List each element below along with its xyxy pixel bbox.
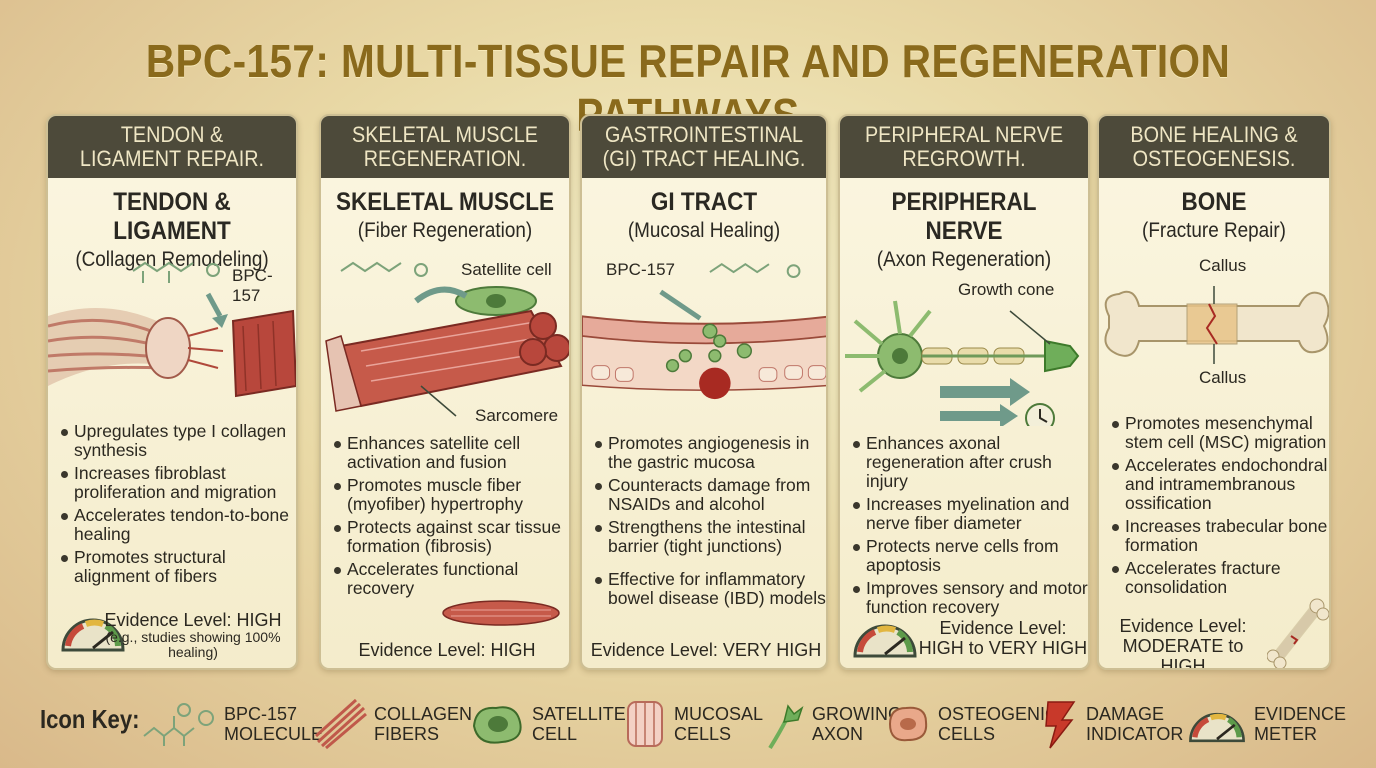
evidence-note: (e.g., studies showing 100% healing) <box>105 629 281 660</box>
legend-item-satellite: SATELLITE CELL <box>466 696 632 752</box>
damage-indicator-icon <box>1045 701 1076 749</box>
growing-axon-icon <box>768 704 804 750</box>
legend-item-evidence: EVIDENCE METER <box>1186 696 1347 752</box>
muscle-illustration <box>325 261 569 417</box>
bullet-item: Promotes structural alignment of fibers <box>60 548 296 586</box>
molecule-label: BPC-157 <box>232 266 273 305</box>
bullet-item: Protects against scar tissue formation (… <box>333 518 569 556</box>
growth-cone-label: Growth cone <box>958 280 1055 299</box>
evidence-level: Evidence Level: HIGH <box>358 640 536 660</box>
bullet-list: Enhances axonal regeneration after crush… <box>852 434 1088 621</box>
callus-label-bottom: Callus <box>1199 368 1247 387</box>
panel-header: GASTROINTESTINAL (GI) TRACT HEALING. <box>582 116 826 178</box>
bullet-item: Strengthens the intestinal barrier (tigh… <box>594 518 826 556</box>
bullet-item: Accelerates fracture consolidation <box>1111 559 1329 597</box>
evidence-text: Evidence Level: HIGH <box>104 610 282 630</box>
tendon-illustration <box>48 261 296 398</box>
bullet-item: Enhances satellite cell activation and f… <box>333 434 569 472</box>
bullet-item: Effective for inflammatory bowel disease… <box>594 570 826 608</box>
bullet-list: Upregulates type I collagen synthesis In… <box>60 422 296 590</box>
satellite-cell-label: Satellite cell <box>461 260 552 279</box>
legend-item-axon: GROWING AXON <box>766 696 912 752</box>
bullet-item: Improves sensory and motor function reco… <box>852 579 1088 617</box>
evidence-meter-icon <box>1189 712 1245 743</box>
bullet-item: Increases myelination and nerve fiber di… <box>852 495 1088 533</box>
legend-item-molecule: BPC-157 MOLECULE <box>140 696 324 752</box>
panel-header: SKELETAL MUSCLE REGENERATION. <box>321 116 569 178</box>
legend-label: COLLAGEN FIBERS <box>374 704 473 744</box>
osteogenic-cells-icon <box>888 706 928 742</box>
bullet-item: Promotes angiogenesis in the gastric muc… <box>594 434 826 472</box>
gi-illustration <box>582 263 826 400</box>
mucosal-cells-icon <box>627 701 663 747</box>
panel-gi: GASTROINTESTINAL (GI) TRACT HEALING. GI … <box>580 114 828 670</box>
evidence-level: Evidence Level: HIGH to VERY HIGH <box>918 618 1088 658</box>
panel-title: GI TRACT <box>650 188 758 216</box>
molecule-label: BPC-157 <box>606 260 675 279</box>
molecule-icon <box>143 703 214 746</box>
panel-header: TENDON & LIGAMENT REPAIR. <box>48 116 296 178</box>
evidence-level: Evidence Level: MODERATE to HIGH <box>1119 616 1247 670</box>
panel-bone: BONE HEALING & OSTEOGENESIS. BONE (Fract… <box>1097 114 1331 670</box>
panel-title: TENDON & LIGAMENT <box>113 188 231 245</box>
panel-title: PERIPHERAL NERVE <box>891 188 1037 245</box>
callus-label-top: Callus <box>1199 256 1247 275</box>
panel-header: PERIPHERAL NERVE REGROWTH. <box>840 116 1088 178</box>
collagen-fibers-icon <box>314 698 367 750</box>
satellite-cell-icon <box>472 706 522 744</box>
bullet-item: Increases fibroblast proliferation and m… <box>60 464 296 502</box>
bullet-item: Accelerates endochondral and intramembra… <box>1111 456 1329 513</box>
legend-item-mucosal: MUCOSAL CELLS <box>624 696 774 752</box>
panel-title: BONE <box>1181 188 1247 216</box>
bullet-item: Enhances axonal regeneration after crush… <box>852 434 1088 491</box>
legend-label: SATELLITE CELL <box>532 704 626 744</box>
bone-illustration <box>1104 286 1329 364</box>
bullet-item: Accelerates tendon-to-bone healing <box>60 506 296 544</box>
bullet-list: Enhances satellite cell activation and f… <box>333 434 569 602</box>
bullet-list: Promotes angiogenesis in the gastric muc… <box>594 434 826 612</box>
bullet-item: Protects nerve cells from apoptosis <box>852 537 1088 575</box>
legend-label: GROWING AXON <box>812 704 902 744</box>
panel-subtitle: (Fiber Regeneration) <box>357 219 533 242</box>
legend-label: BPC-157 MOLECULE <box>224 704 324 744</box>
panel-subtitle: (Axon Regeneration) <box>876 248 1052 271</box>
bullet-list: Promotes mesenchymal stem cell (MSC) mig… <box>1111 414 1329 601</box>
bullet-item: Upregulates type I collagen synthesis <box>60 422 296 460</box>
bullet-item: Promotes muscle fiber (myofiber) hypertr… <box>333 476 569 514</box>
panel-subtitle: (Mucosal Healing) <box>627 219 781 242</box>
bullet-item: Increases trabecular bone formation <box>1111 517 1329 555</box>
bullet-item: Counteracts damage from NSAIDs and alcoh… <box>594 476 826 514</box>
bone-icon <box>1267 598 1329 668</box>
legend-label: MUCOSAL CELLS <box>674 704 763 744</box>
evidence-level: Evidence Level: VERY HIGH <box>590 640 822 660</box>
legend-item-collagen: COLLAGEN FIBERS <box>312 696 474 752</box>
bullet-item: Promotes mesenchymal stem cell (MSC) mig… <box>1111 414 1329 452</box>
panel-muscle: SKELETAL MUSCLE REGENERATION. SKELETAL M… <box>319 114 571 670</box>
panel-title: SKELETAL MUSCLE <box>336 188 554 216</box>
icon-key-title: Icon Key: <box>40 704 140 734</box>
evidence-meter-icon <box>61 618 125 652</box>
sarcomere-label: Sarcomere <box>475 406 559 425</box>
panel-subtitle: (Collagen Remodeling) <box>75 248 269 271</box>
legend-item-damage: DAMAGE INDICATOR <box>1040 696 1186 752</box>
bullet-item: Accelerates functional recovery <box>333 560 569 598</box>
legend-item-osteogenic: OSTEOGENIC CELLS <box>884 696 1059 752</box>
panel-subtitle: (Fracture Repair) <box>1142 219 1286 242</box>
evidence-meter-icon <box>853 624 917 658</box>
panel-header: BONE HEALING & OSTEOGENESIS. <box>1099 116 1329 178</box>
icon-key: Icon Key: BPC-157 MOLECULE COLLAGEN FIBE… <box>0 690 1376 760</box>
muscle-fiber-icon <box>442 600 560 626</box>
nerve-illustration <box>845 300 1080 426</box>
evidence-level: Evidence Level: HIGH (e.g., studies show… <box>86 610 296 660</box>
legend-label: DAMAGE INDICATOR <box>1086 704 1184 744</box>
legend-label: OSTEOGENIC CELLS <box>938 704 1059 744</box>
legend-label: EVIDENCE METER <box>1254 704 1347 744</box>
panel-tendon: TENDON & LIGAMENT REPAIR. TENDON & LIGAM… <box>46 114 298 670</box>
panel-nerve: PERIPHERAL NERVE REGROWTH. PERIPHERAL NE… <box>838 114 1090 670</box>
